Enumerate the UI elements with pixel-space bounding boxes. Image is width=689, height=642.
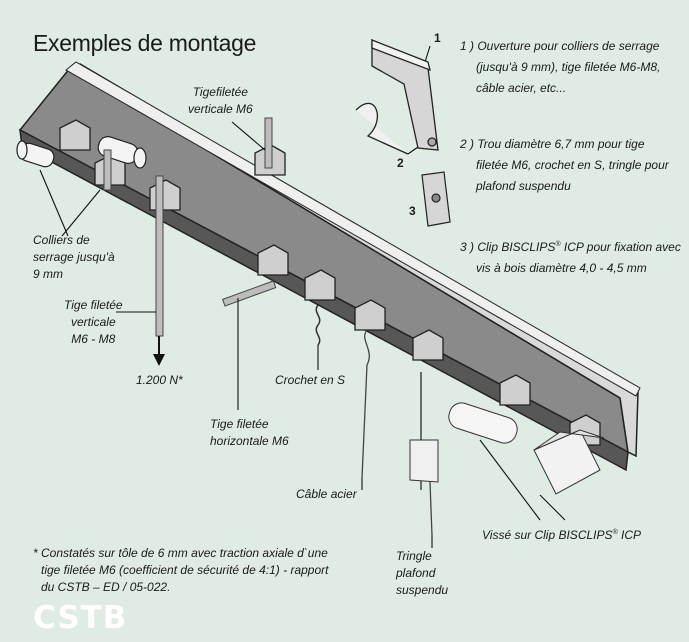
clip xyxy=(257,244,289,276)
label-tige-verticale-m6: Tigefiletée verticale M6 xyxy=(188,84,253,118)
small-clip-detail xyxy=(421,171,451,227)
threaded-rods xyxy=(103,117,273,337)
pipe xyxy=(448,402,518,444)
label-crochet: Crochet en S xyxy=(275,373,346,387)
note-line: vis à bois diamètre 4,0 - 4,5 mm xyxy=(476,261,647,275)
note-line: 1 ) Ouverture pour colliers de serrage xyxy=(460,39,660,53)
label-line: ICP xyxy=(617,528,642,542)
note-line: filetée M6, crochet en S, tringle pour xyxy=(476,158,669,172)
rod-short xyxy=(103,149,112,191)
label-line: verticale M6 xyxy=(188,102,253,116)
note-line: plafond suspendu xyxy=(476,179,571,193)
note-2: 2 ) Trou diamètre 6,7 mm pour tige filet… xyxy=(460,134,669,197)
steel-cable xyxy=(361,329,370,479)
ceiling-plate xyxy=(409,439,439,483)
label-line: Tige filetée xyxy=(210,417,269,431)
label-line: Tige filetée xyxy=(64,298,123,312)
clip xyxy=(354,299,386,331)
note-line: câble acier, etc... xyxy=(476,81,567,95)
rod-vertical-m8 xyxy=(155,175,164,337)
label-line: plafond xyxy=(396,566,436,580)
label-line: Tringle xyxy=(396,549,432,563)
leader-lines xyxy=(39,45,566,548)
label-line: Vissé sur Clip BISCLIPS xyxy=(482,528,613,542)
note-line: (jusqu'à 9 mm), tige filetée M6-M8, xyxy=(476,60,661,74)
label-line: M6 - M8 xyxy=(71,332,116,346)
label-visse: Vissé sur Clip BISCLIPS® ICP xyxy=(482,528,642,542)
label-line: serrage jusqu'à xyxy=(33,250,115,264)
footnote: * Constatés sur tôle de 6 mm avec tracti… xyxy=(33,545,328,596)
note-3: 3 ) Clip BISCLIPS® ICP pour fixation ave… xyxy=(460,234,681,279)
footnote-line: * Constatés sur tôle de 6 mm avec tracti… xyxy=(33,546,328,560)
footnote-line: du CSTB – ED / 05-022. xyxy=(41,580,171,594)
callout-2: 2 xyxy=(397,156,404,170)
s-hook xyxy=(315,304,321,346)
label-cable: Câble acier xyxy=(296,487,357,501)
clip xyxy=(304,269,336,301)
label-line: suspendu xyxy=(396,583,449,597)
note-line: 3 ) Clip BISCLIPS xyxy=(460,240,556,254)
rail-flange-top-edge xyxy=(65,61,641,397)
force-arrow-head xyxy=(153,354,165,366)
note-line: ICP pour fixation avec xyxy=(560,240,681,254)
callout-1: 1 xyxy=(434,31,441,45)
junction-box-top xyxy=(533,429,605,451)
rod-horizontal-m6 xyxy=(221,280,277,307)
page-title: Exemples de montage xyxy=(33,30,257,56)
note-line: 2 ) Trou diamètre 6,7 mm pour tige xyxy=(460,137,645,151)
rod-vertical-m6 xyxy=(264,117,273,169)
cstb-logo: CSTB xyxy=(33,600,128,636)
label-tige-horizontale: Tige filetée horizontale M6 xyxy=(210,416,289,450)
label-force: 1.200 N* xyxy=(136,373,183,387)
label-tige-verticale-m6-m8: Tige filetée verticale M6 - M8 xyxy=(64,297,123,348)
note-1: 1 ) Ouverture pour colliers de serrage (… xyxy=(460,36,660,99)
clip xyxy=(59,119,91,151)
callout-3: 3 xyxy=(409,204,416,218)
clip-detail xyxy=(355,38,439,155)
footnote-line: tige filetée M6 (coefficient de sécurité… xyxy=(41,563,329,577)
label-colliers: Colliers de serrage jusqu'à 9 mm xyxy=(33,232,115,283)
label-tringle: Tringle plafond suspendu xyxy=(396,548,448,599)
label-line: verticale xyxy=(70,315,116,329)
label-line: Colliers de xyxy=(33,233,90,247)
label-line: Tigefiletée xyxy=(192,85,248,99)
clip xyxy=(499,374,531,406)
clip xyxy=(412,329,444,361)
label-line: 9 mm xyxy=(33,267,63,281)
label-line: horizontale M6 xyxy=(210,434,289,448)
